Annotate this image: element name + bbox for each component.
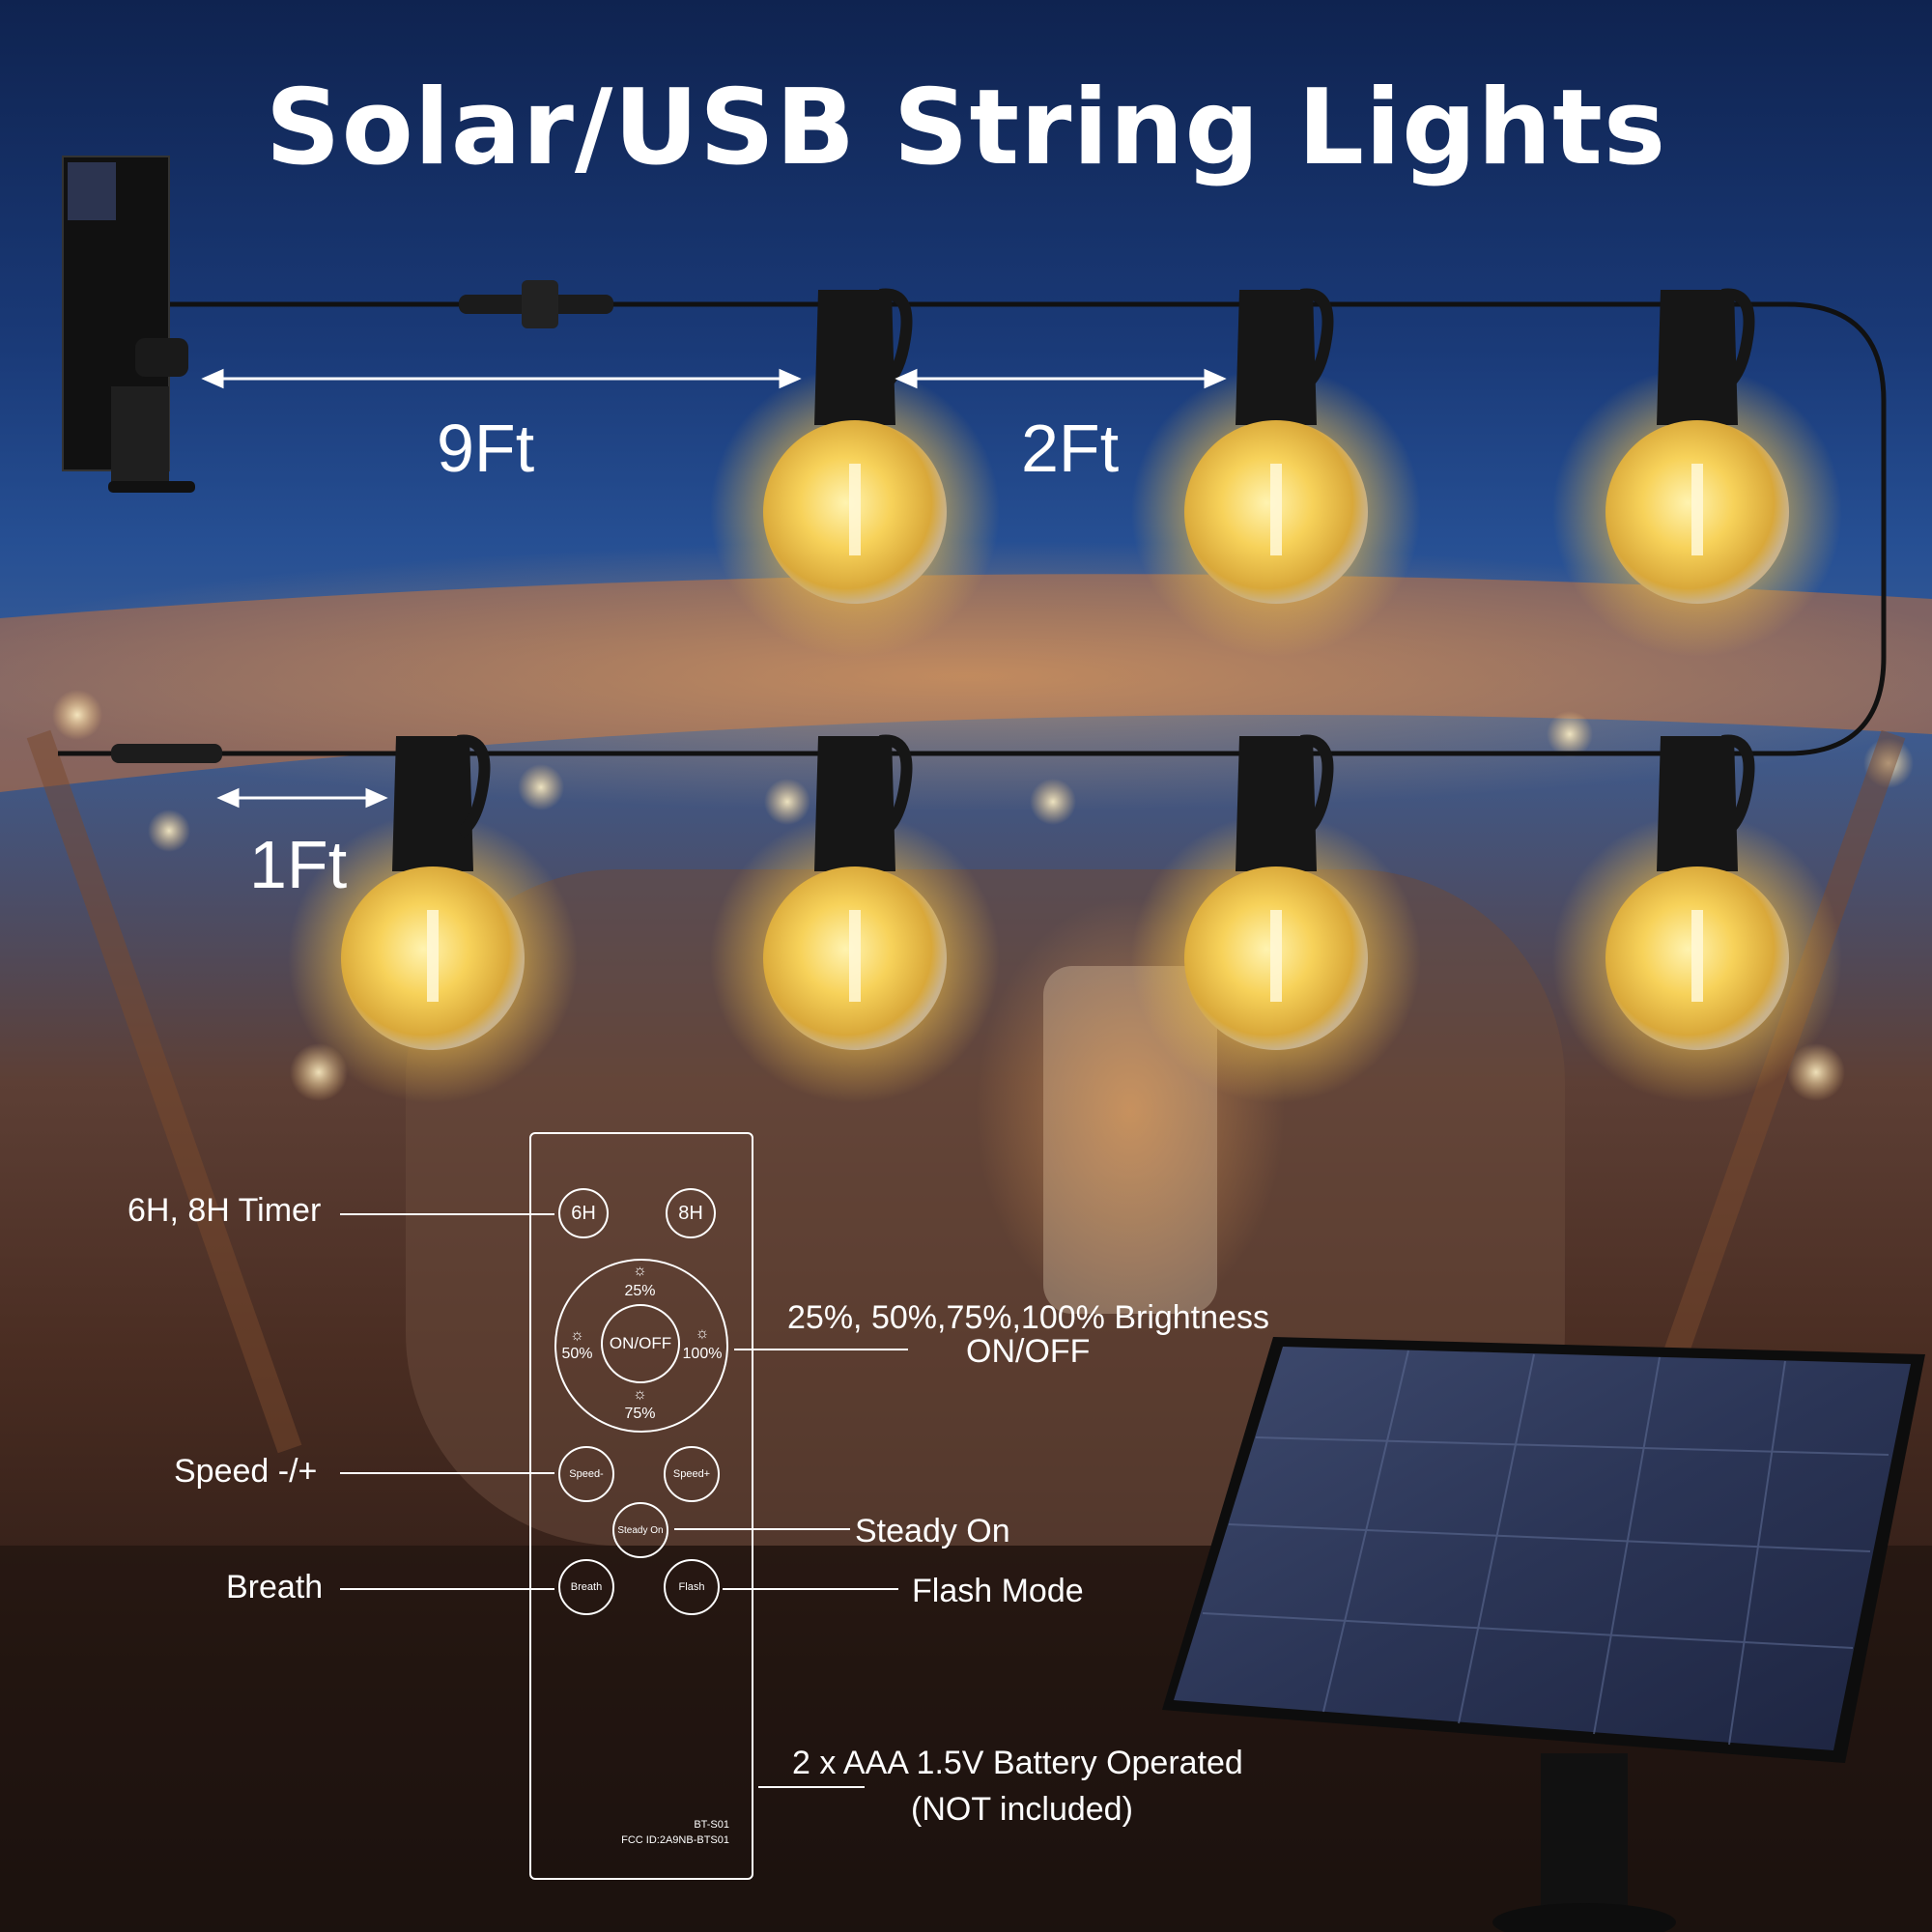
- brightness-50-button[interactable]: 50%: [561, 1346, 593, 1362]
- bulb-icon: [1552, 734, 1842, 1103]
- timer-6h-button[interactable]: 6H: [558, 1188, 609, 1238]
- speed-plus-button[interactable]: Speed+: [664, 1446, 720, 1502]
- brightness-75-button[interactable]: 75%: [624, 1406, 656, 1422]
- callout-battery-note: (NOT included): [911, 1791, 1133, 1828]
- flash-button[interactable]: Flash: [664, 1559, 720, 1615]
- callout-battery: 2 x AAA 1.5V Battery Operated: [792, 1745, 1243, 1781]
- callout-breath: Breath: [226, 1569, 324, 1605]
- cable-path: [58, 301, 1887, 756]
- callout-brightness: 25%, 50%,75%,100% Brightness: [787, 1299, 1269, 1336]
- steady-on-button[interactable]: Steady On: [612, 1502, 668, 1558]
- callout-onoff: ON/OFF: [966, 1333, 1091, 1370]
- callout-timer: 6H, 8H Timer: [128, 1192, 322, 1229]
- speed-minus-button[interactable]: Speed-: [558, 1446, 614, 1502]
- timer-8h-button[interactable]: 8H: [666, 1188, 716, 1238]
- bulb-icon: [1131, 734, 1421, 1103]
- lightbulb-icon: ☼: [633, 1263, 647, 1279]
- lightbulb-icon: ☼: [570, 1327, 584, 1344]
- brightness-100-button[interactable]: 100%: [682, 1346, 723, 1362]
- callout-steady: Steady On: [855, 1513, 1010, 1549]
- dimension-label-2ft: 2Ft: [1021, 411, 1120, 486]
- lightbulb-icon: ☼: [633, 1386, 647, 1403]
- page-title: Solar/USB String Lights: [265, 68, 1667, 188]
- bulb-icon: [1131, 288, 1421, 657]
- lightbulb-icon: ☼: [695, 1325, 710, 1342]
- remote-control: [529, 1132, 753, 1880]
- bulb-icon: [1552, 288, 1842, 657]
- breath-button[interactable]: Breath: [558, 1559, 614, 1615]
- bulb-icon: [710, 288, 1000, 657]
- power-button[interactable]: ON/OFF: [601, 1304, 680, 1383]
- fcc-id: FCC ID:2A9NB-BTS01: [621, 1834, 729, 1846]
- callout-speed: Speed -/+: [174, 1453, 318, 1490]
- dimension-label-9ft: 9Ft: [437, 411, 535, 486]
- bulb-icon: [288, 734, 578, 1103]
- callout-flash: Flash Mode: [912, 1573, 1084, 1609]
- brightness-ring: [554, 1259, 728, 1433]
- brightness-25-button[interactable]: 25%: [624, 1283, 656, 1299]
- model-number: BT-S01: [694, 1819, 729, 1831]
- dimension-label-1ft: 1Ft: [249, 827, 348, 902]
- remote-model: BT-S01 FCC ID:2A9NB-BTS01: [580, 1817, 729, 1848]
- bulb-icon: [710, 734, 1000, 1103]
